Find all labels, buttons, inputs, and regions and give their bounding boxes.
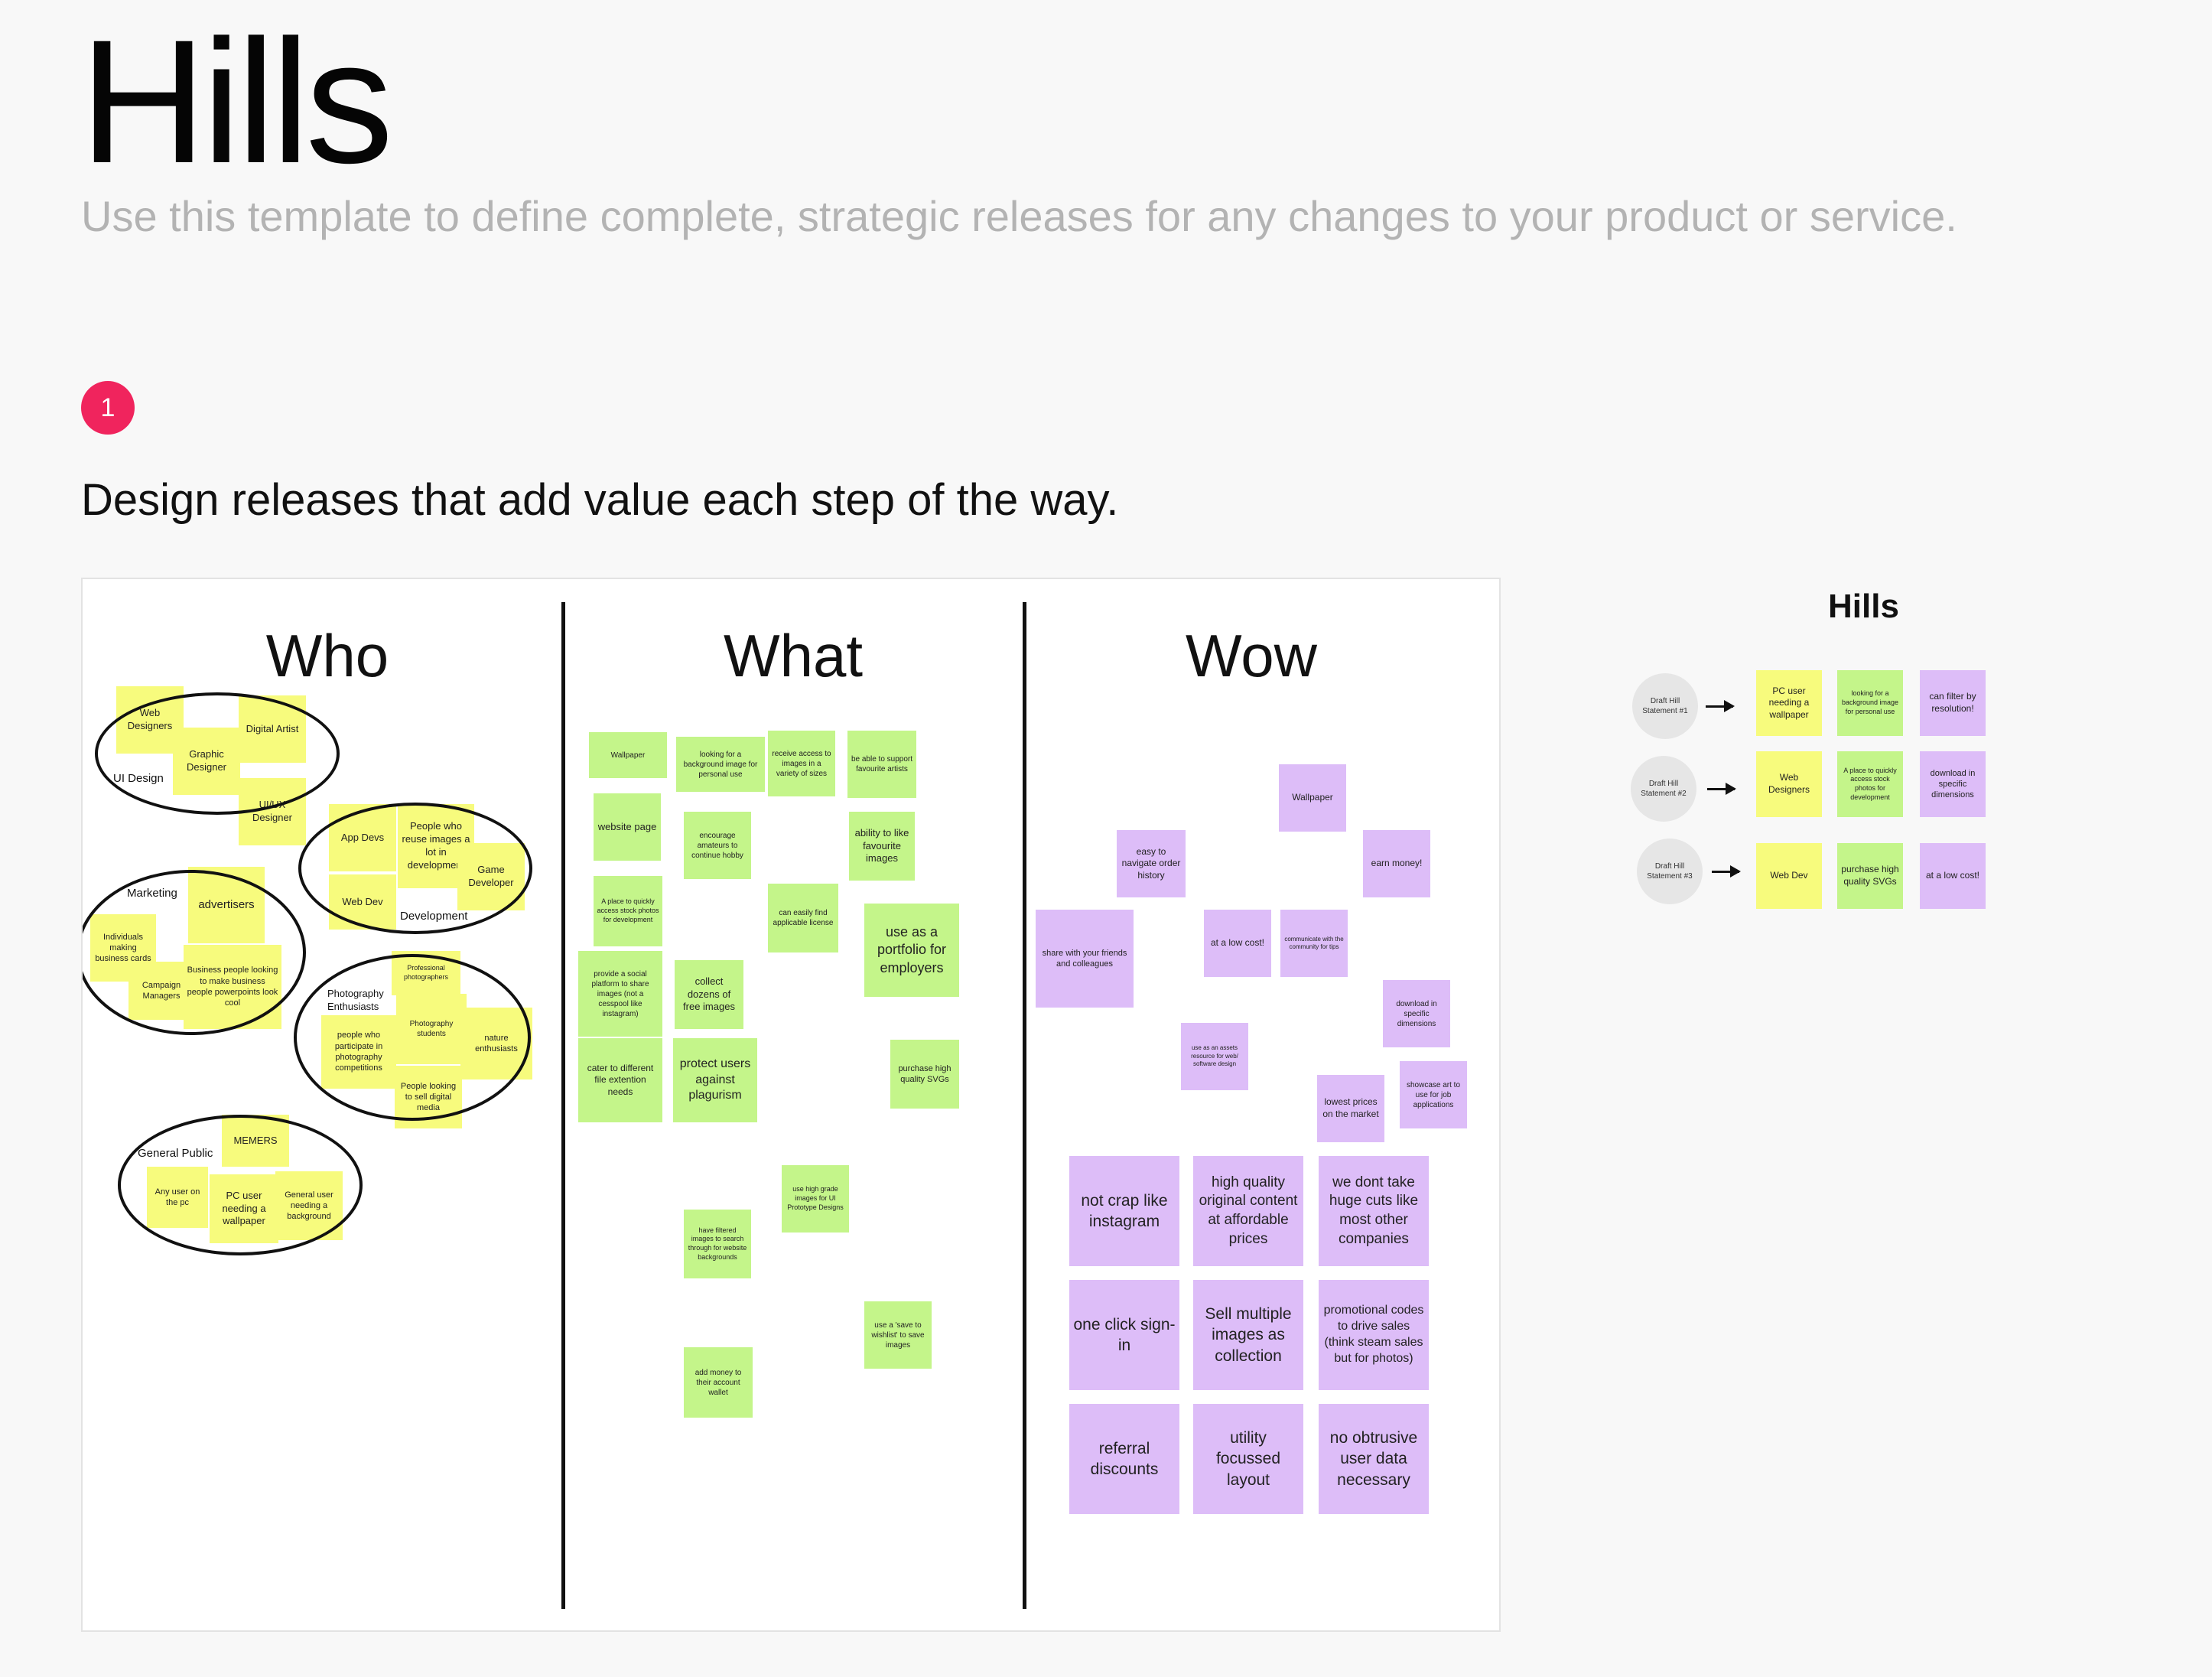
column-divider-1: [561, 602, 565, 1609]
sticky-note[interactable]: protect users against plagurism: [673, 1038, 757, 1122]
sticky-note[interactable]: no obtrusive user data necessary: [1319, 1404, 1429, 1514]
sticky-note[interactable]: collect dozens of free images: [675, 960, 743, 1029]
group-label: Marketing: [127, 887, 177, 900]
draft-hill-statement-1[interactable]: Draft Hill Statement #1: [1632, 673, 1698, 739]
sticky-note[interactable]: be able to support favourite artists: [847, 731, 916, 798]
group-label: Photography Enthusiasts: [327, 988, 384, 1012]
group-ellipse: [118, 1115, 363, 1255]
group-ellipse: [298, 803, 532, 934]
column-title-who: Who: [265, 622, 389, 689]
group-ellipse: [83, 870, 306, 1035]
sticky-note[interactable]: use high grade images for UI Prototype D…: [782, 1165, 849, 1233]
arrow-icon: [1706, 700, 1735, 712]
sticky-note[interactable]: download in specific dimensions: [1383, 980, 1450, 1047]
hill-wow-note[interactable]: download in specific dimensions: [1920, 751, 1986, 817]
sticky-note[interactable]: looking for a background image for perso…: [676, 737, 765, 792]
column-title-what: What: [723, 622, 864, 689]
sticky-note[interactable]: earn money!: [1363, 830, 1430, 897]
column-divider-2: [1023, 602, 1026, 1609]
sticky-note[interactable]: one click sign-in: [1069, 1280, 1179, 1390]
hill-who-note[interactable]: PC user needing a wallpaper: [1756, 670, 1822, 736]
sticky-note[interactable]: cater to different file extention needs: [578, 1038, 662, 1122]
step-heading: Design releases that add value each step…: [81, 475, 1119, 525]
arrow-icon: [1707, 783, 1736, 795]
hills-summary-title: Hills: [1828, 588, 1899, 625]
sticky-note[interactable]: share with your friends and colleagues: [1036, 910, 1134, 1008]
sticky-note[interactable]: website page: [594, 793, 661, 861]
sticky-note[interactable]: Wallpaper: [589, 732, 667, 778]
sticky-note[interactable]: referral discounts: [1069, 1404, 1179, 1514]
sticky-note[interactable]: lowest prices on the market: [1317, 1075, 1384, 1142]
sticky-note[interactable]: at a low cost!: [1204, 910, 1271, 977]
draft-hill-statement-2[interactable]: Draft Hill Statement #2: [1631, 756, 1696, 822]
sticky-note[interactable]: promotional codes to drive sales (think …: [1319, 1280, 1429, 1390]
sticky-note[interactable]: ability to like favourite images: [849, 812, 915, 881]
hill-what-note[interactable]: A place to quickly access stock photos f…: [1837, 751, 1903, 817]
sticky-note[interactable]: showcase art to use for job applications: [1400, 1061, 1467, 1128]
hill-what-note[interactable]: looking for a background image for perso…: [1837, 670, 1903, 736]
sticky-note[interactable]: high quality original content at afforda…: [1193, 1156, 1303, 1266]
sticky-note[interactable]: use as an assets resource for web/ softw…: [1181, 1023, 1248, 1090]
group-label: UI Design: [113, 772, 164, 785]
sticky-note[interactable]: have filtered images to search through f…: [684, 1210, 751, 1278]
sticky-note[interactable]: not crap like instagram: [1069, 1156, 1179, 1266]
page-title: Hills: [80, 3, 393, 200]
hills-board[interactable]: Who What Wow Web Designers Digital Artis…: [81, 578, 1501, 1632]
sticky-note[interactable]: Sell multiple images as collection: [1193, 1280, 1303, 1390]
hill-what-note[interactable]: purchase high quality SVGs: [1837, 843, 1903, 909]
step-number-badge: 1: [81, 381, 135, 435]
sticky-note[interactable]: easy to navigate order history: [1117, 830, 1186, 897]
group-ellipse: [95, 692, 340, 815]
group-label: Development: [400, 910, 468, 923]
hill-wow-note[interactable]: can filter by resolution!: [1920, 670, 1986, 736]
sticky-note[interactable]: can easily find applicable license: [768, 884, 838, 952]
sticky-note[interactable]: provide a social platform to share image…: [578, 951, 662, 1037]
arrow-icon: [1712, 865, 1741, 878]
sticky-note[interactable]: Wallpaper: [1279, 764, 1346, 832]
hill-wow-note[interactable]: at a low cost!: [1920, 843, 1986, 909]
sticky-note[interactable]: A place to quickly access stock photos f…: [594, 876, 662, 946]
group-ellipse: [294, 954, 531, 1121]
sticky-note[interactable]: encourage amateurs to continue hobby: [684, 812, 751, 879]
hill-who-note[interactable]: Web Dev: [1756, 843, 1822, 909]
sticky-note[interactable]: utility focussed layout: [1193, 1404, 1303, 1514]
sticky-note[interactable]: we dont take huge cuts like most other c…: [1319, 1156, 1429, 1266]
draft-hill-statement-3[interactable]: Draft Hill Statement #3: [1637, 838, 1703, 904]
hill-who-note[interactable]: Web Designers: [1756, 751, 1822, 817]
page-subtitle: Use this template to define complete, st…: [81, 192, 1957, 240]
column-title-wow: Wow: [1186, 622, 1317, 689]
sticky-note[interactable]: receive access to images in a variety of…: [768, 731, 835, 796]
sticky-note[interactable]: use as a portfolio for employers: [864, 904, 959, 997]
sticky-note[interactable]: communicate with the community for tips: [1280, 910, 1348, 977]
sticky-note[interactable]: use a 'save to wishlist' to save images: [864, 1301, 932, 1369]
sticky-note[interactable]: add money to their account wallet: [684, 1347, 753, 1418]
group-label: General Public: [138, 1147, 213, 1160]
sticky-note[interactable]: purchase high quality SVGs: [890, 1040, 959, 1109]
